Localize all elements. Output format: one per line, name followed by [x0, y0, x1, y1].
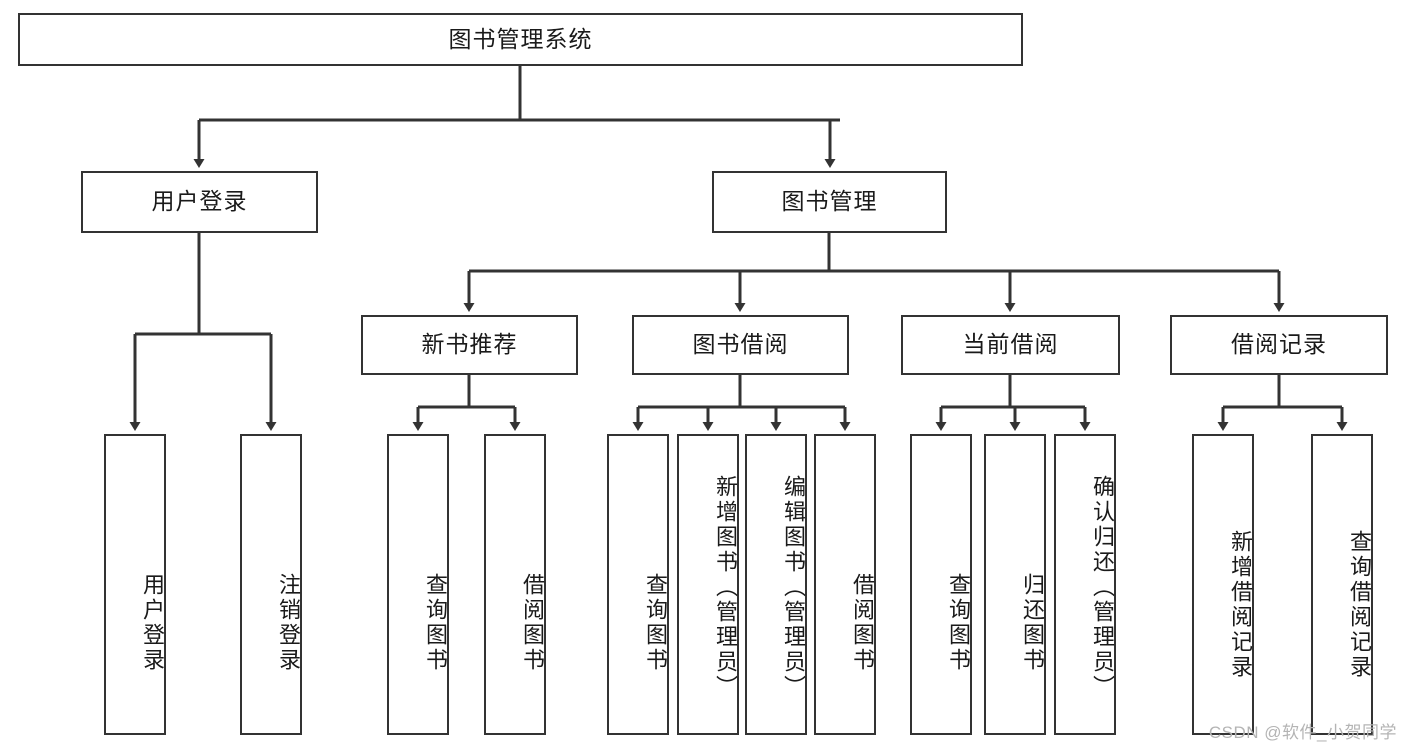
- node-leaf-borrow-book-rec[interactable]: 借阅图书: [484, 434, 546, 735]
- node-leaf-add-book-label: 新增图书（管理员）: [713, 475, 738, 700]
- node-leaf-query-book-borrow-label: 查询图书: [643, 572, 668, 673]
- node-leaf-borrow-book-label: 借阅图书: [850, 572, 875, 673]
- node-leaf-borrow-book-rec-label: 借阅图书: [520, 572, 545, 673]
- node-current-borrow[interactable]: 当前借阅: [901, 315, 1120, 375]
- node-leaf-add-book[interactable]: 新增图书（管理员）: [677, 434, 739, 735]
- node-book-borrow-label: 图书借阅: [692, 331, 789, 358]
- node-leaf-edit-book-label: 编辑图书（管理员）: [781, 475, 806, 700]
- node-leaf-add-record[interactable]: 新增借阅记录: [1192, 434, 1254, 735]
- node-leaf-return-book-label: 归还图书: [1020, 572, 1045, 673]
- node-leaf-confirm-return[interactable]: 确认归还（管理员）: [1054, 434, 1116, 735]
- csdn-watermark: CSDN @软件_小贺同学: [1208, 723, 1397, 742]
- node-leaf-borrow-book[interactable]: 借阅图书: [814, 434, 876, 735]
- node-leaf-query-record[interactable]: 查询借阅记录: [1311, 434, 1373, 735]
- node-root[interactable]: 图书管理系统: [18, 13, 1023, 66]
- node-leaf-query-book-borrow[interactable]: 查询图书: [607, 434, 669, 735]
- node-book-manage[interactable]: 图书管理: [712, 171, 947, 233]
- node-leaf-query-book-cur[interactable]: 查询图书: [910, 434, 972, 735]
- node-leaf-logout[interactable]: 注销登录: [240, 434, 302, 735]
- node-leaf-user-login-label: 用户登录: [140, 572, 165, 673]
- node-leaf-edit-book[interactable]: 编辑图书（管理员）: [745, 434, 807, 735]
- node-book-manage-label: 图书管理: [781, 188, 878, 215]
- node-leaf-confirm-return-label: 确认归还（管理员）: [1090, 475, 1115, 700]
- node-root-label: 图书管理系统: [448, 25, 593, 52]
- node-leaf-query-book-rec-label: 查询图书: [423, 572, 448, 673]
- node-leaf-user-login[interactable]: 用户登录: [104, 434, 166, 735]
- node-leaf-query-book-cur-label: 查询图书: [946, 572, 971, 673]
- node-new-book-rec-label: 新书推荐: [421, 331, 518, 358]
- node-book-borrow[interactable]: 图书借阅: [632, 315, 849, 375]
- node-leaf-add-record-label: 新增借阅记录: [1228, 529, 1253, 680]
- node-leaf-query-book-rec[interactable]: 查询图书: [387, 434, 449, 735]
- node-current-borrow-label: 当前借阅: [962, 331, 1059, 358]
- node-user-login[interactable]: 用户登录: [81, 171, 318, 233]
- node-leaf-return-book[interactable]: 归还图书: [984, 434, 1046, 735]
- node-leaf-logout-label: 注销登录: [276, 572, 301, 673]
- node-borrow-record[interactable]: 借阅记录: [1170, 315, 1388, 375]
- node-borrow-record-label: 借阅记录: [1231, 331, 1327, 358]
- node-user-login-label: 用户登录: [151, 188, 248, 215]
- node-new-book-rec[interactable]: 新书推荐: [361, 315, 578, 375]
- node-leaf-query-record-label: 查询借阅记录: [1347, 529, 1372, 680]
